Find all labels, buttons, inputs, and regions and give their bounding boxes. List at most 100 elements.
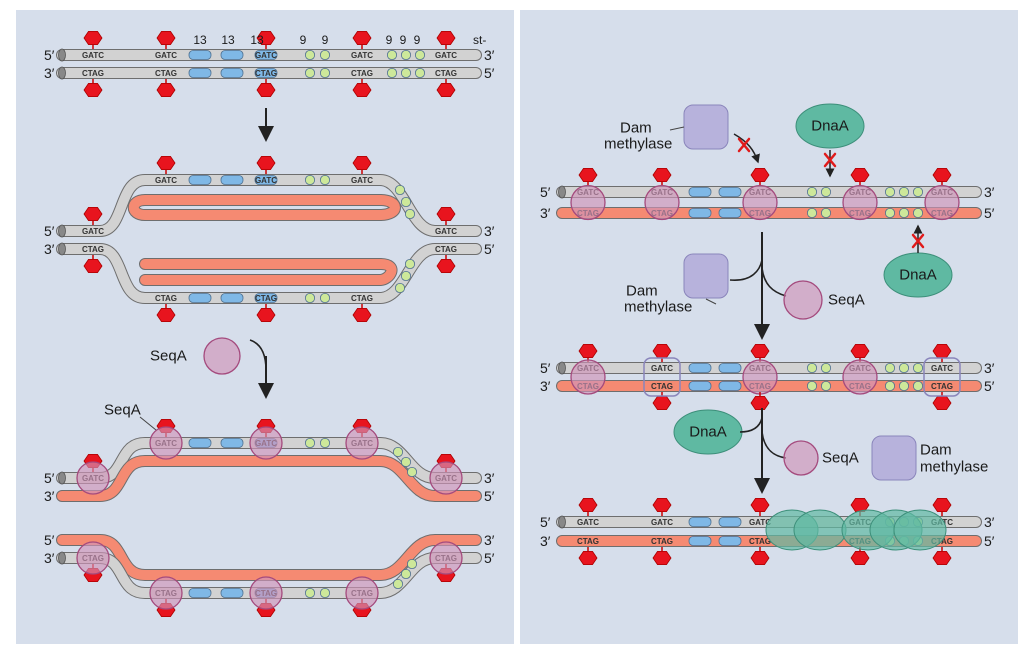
strand-end-label: 5′ [44,470,55,486]
seqa-protein [842,184,878,221]
strand-end-label: 3′ [540,533,551,549]
strand-end [58,551,66,565]
13mer-box [188,293,212,303]
strand-end-label: 5′ [44,532,55,548]
strand-end-label: 5′ [44,223,55,239]
old-strand-lower-fill [57,244,481,303]
strand-end-label: 3′ [984,360,995,376]
gatc-site: GATC [749,518,771,527]
13mer-box [254,68,278,78]
strand-end [58,48,66,62]
9mer-box [387,50,397,60]
13mer-box [188,68,212,78]
release-curve [761,431,787,459]
9mer-box [320,50,330,60]
methyl-group-icon [932,343,952,359]
methyl-group-icon [156,30,176,45]
9mer-box [407,559,417,569]
methyl-group-icon [256,83,276,97]
13mer-box [254,175,278,185]
dam-label: methylase [624,299,692,316]
new-strand-daughter1-fill [57,456,481,501]
13mer-box [718,363,742,373]
methyl-group-icon [256,307,276,323]
9mer-box [407,467,417,477]
ctag-site: CTAG [82,69,104,78]
repeat-label: 9 [322,33,329,47]
release-curve [729,259,763,281]
9mer-box [305,588,315,598]
13mer-box [688,187,712,197]
methyl-group-icon [83,30,103,45]
methyl-group-icon [652,497,672,513]
dam-methylase-protein [643,357,681,397]
9mer-box [885,187,895,197]
release-curve [761,267,787,297]
strand-end [558,185,566,199]
strand-end [58,66,66,80]
9mer-box [395,283,405,293]
dnaa-protein [893,509,947,551]
seqa-protein [644,184,680,221]
strand-end-label: 5′ [484,550,495,566]
13mer-box [220,438,244,448]
dam-methylase-protein [871,435,917,481]
9mer-box [807,363,817,373]
strand-end-label: 5′ [540,360,551,376]
9mer-box [305,175,315,185]
blocked-arrow-icon [737,137,751,153]
strand-end-label: 3′ [484,223,495,239]
methyl-group-icon [83,258,103,274]
9mer-box [405,259,415,269]
9mer-box [913,381,923,391]
ctag-site: CTAG [749,537,771,546]
methyl-group-icon [932,551,952,565]
seqa-label: SeqA [104,402,141,419]
13mer-box [254,293,278,303]
methyl-group-icon [652,551,672,565]
strand-end [558,361,566,375]
dam-label: methylase [920,459,988,476]
13mer-box [718,187,742,197]
methyl-group-icon [652,343,672,359]
gatc-site: GATC [351,51,373,60]
13mer-box [254,50,278,60]
seqa-protein [76,461,110,495]
9mer-box [320,293,330,303]
9mer-box [821,363,831,373]
ctag-site: CTAG [931,382,953,391]
9mer-box [393,579,403,589]
gatc-site: GATC [651,364,673,373]
9mer-box [807,381,817,391]
ctag-site: CTAG [351,294,373,303]
9mer-box [401,569,411,579]
ctag-site: CTAG [351,69,373,78]
new-strand-upper-fill [128,195,400,220]
seqa-label: SeqA [828,292,865,309]
seqa-protein [149,576,183,610]
13mer-box [188,50,212,60]
13mer-box [688,363,712,373]
13mer-box [220,50,244,60]
gatc-site: GATC [82,51,104,60]
dam-label: methylase [604,136,672,153]
gatc-site: GATC [351,176,373,185]
strand-end-label: 3′ [44,241,55,257]
new-strand-daughter2-fill [57,535,481,580]
13mer-box [220,588,244,598]
9mer-box [305,438,315,448]
seqa-protein [429,461,463,495]
9mer-box [415,50,425,60]
seqa-protein [742,359,778,395]
seqa-protein [345,426,379,460]
dnaa-label: DnaA [689,424,727,441]
methyl-group-icon [352,307,372,323]
9mer-box [885,381,895,391]
seqa-protein [783,440,819,476]
repeat-label: 9 [386,33,393,47]
methyl-group-icon [352,83,372,97]
gatc-site: GATC [155,176,177,185]
9mer-box [899,187,909,197]
strand-end [58,242,66,256]
